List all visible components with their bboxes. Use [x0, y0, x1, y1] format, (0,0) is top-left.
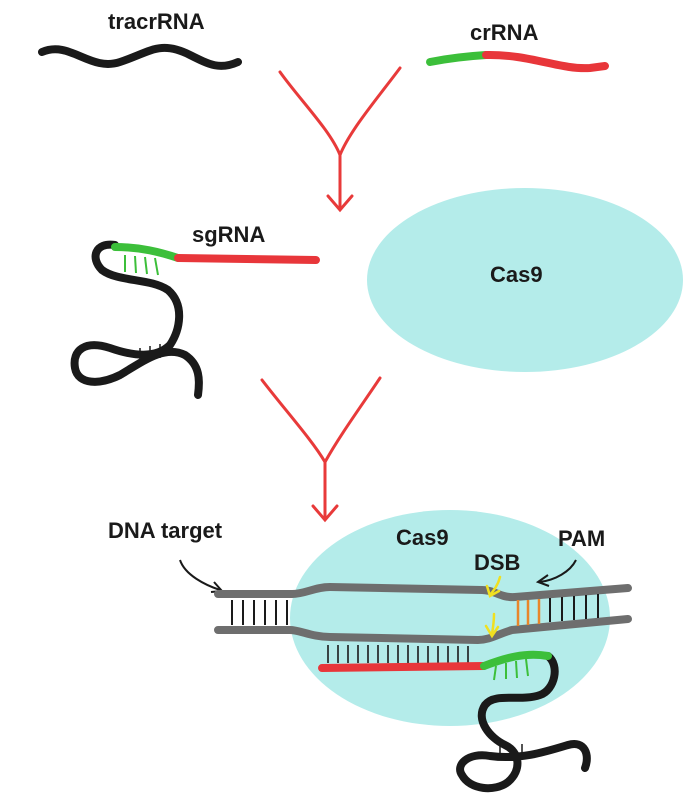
sgrna-guide-segment — [174, 254, 320, 264]
sgrna-repeat-segment — [111, 243, 182, 262]
sgrna-backbone — [70, 240, 203, 399]
sgrna-label: sgRNA — [192, 222, 265, 247]
tracrrna-label: tracrRNA — [108, 9, 205, 34]
dna-base-pairs-left — [231, 600, 288, 625]
complex-sgrna-backbone — [456, 652, 591, 793]
pam-pointer — [539, 559, 577, 583]
dsb-label: DSB — [474, 550, 520, 575]
complex-sgrna-repeat-segment — [480, 650, 552, 670]
cas9-label: Cas9 — [490, 262, 543, 287]
pam-arrowhead — [535, 574, 550, 587]
merge-arrow-bottom — [260, 376, 382, 523]
tracrrna-strand — [38, 43, 242, 70]
dna-bottom-strand — [214, 615, 632, 645]
complex-guide-segment — [318, 662, 488, 672]
sgrna-repeat-pairs — [124, 255, 159, 276]
crrna-label: crRNA — [470, 20, 539, 45]
guide-target-pairs — [327, 645, 469, 663]
cas9-protein — [367, 188, 683, 372]
dna-target-pointer — [179, 559, 221, 591]
sgrna-stem-pairs — [139, 344, 161, 362]
dsb-marker-bottom — [484, 612, 500, 639]
cas9-complex-protein — [290, 510, 610, 726]
complex-stem-pairs — [499, 744, 523, 760]
dna-top-strand — [214, 582, 632, 602]
merge-arrow-top — [278, 66, 402, 213]
dna-target-label: DNA target — [108, 518, 223, 543]
dsb-marker-top — [485, 575, 502, 598]
complex-repeat-pairs — [493, 658, 529, 681]
pam-bases — [516, 599, 541, 626]
dna-base-pairs-right — [549, 594, 599, 622]
cas9-complex-label: Cas9 — [396, 525, 449, 550]
pam-label: PAM — [558, 526, 605, 551]
crrna-repeat-segment — [426, 51, 490, 66]
crrna-guide-segment — [482, 50, 609, 73]
